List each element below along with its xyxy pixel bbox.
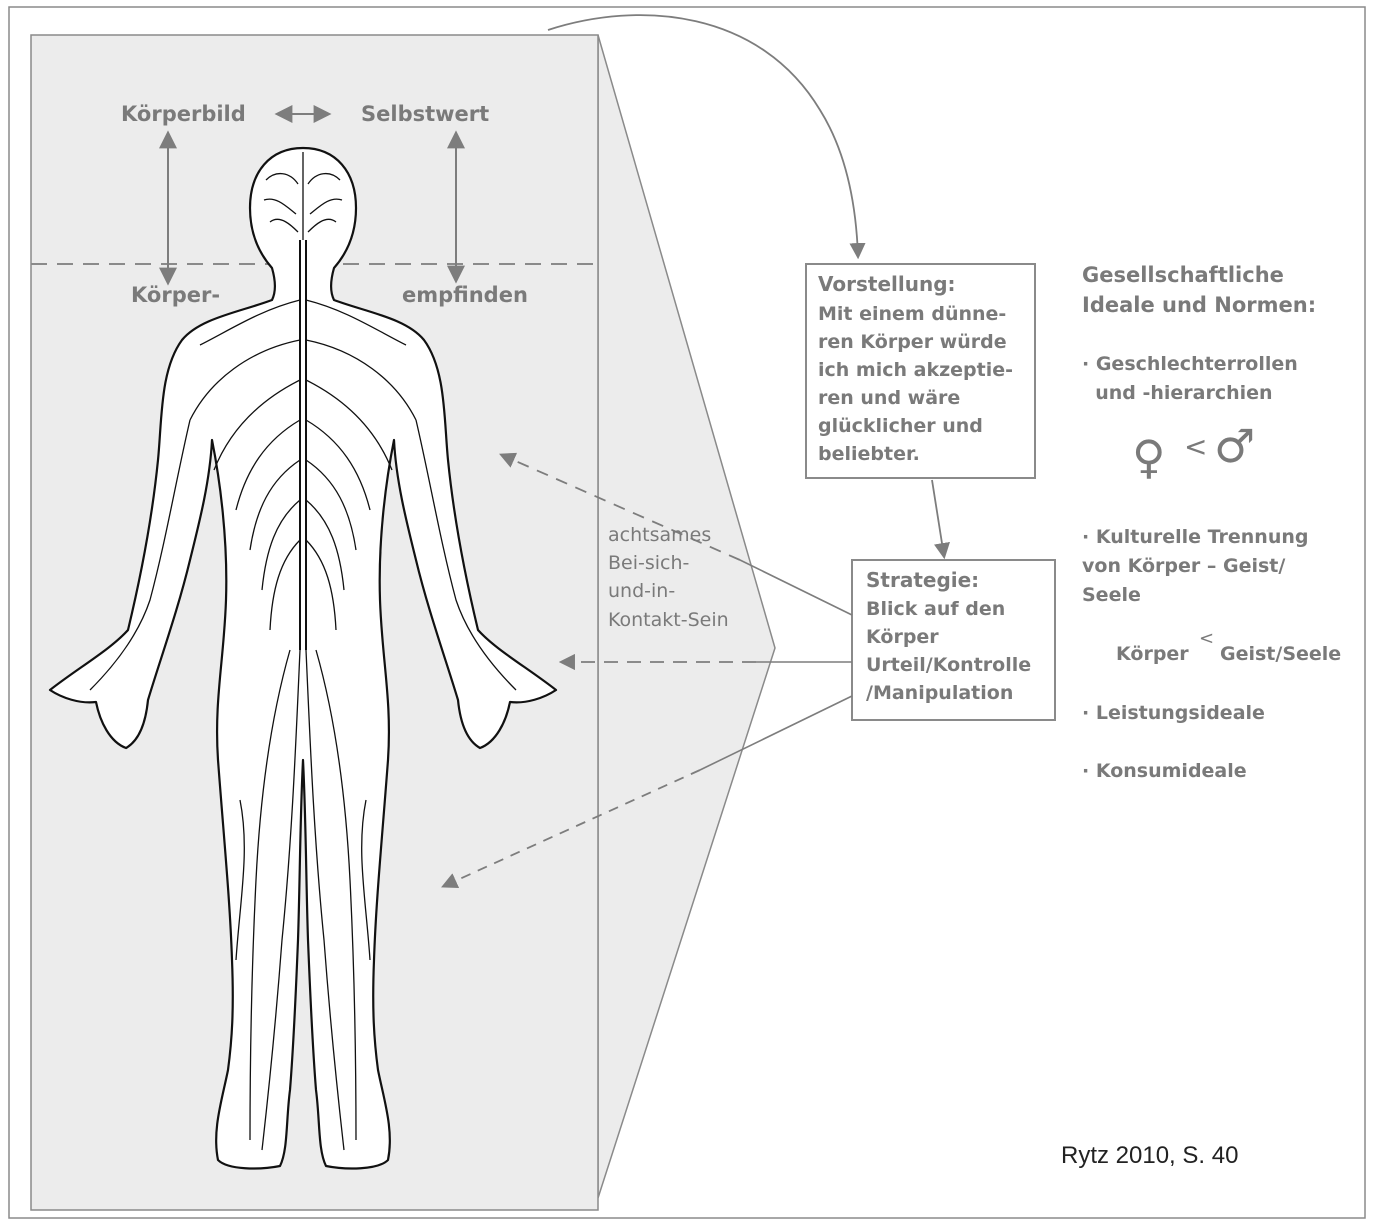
consumption-ideals: · Konsumideale — [1082, 760, 1247, 782]
label-koerper: Körper- — [131, 283, 220, 307]
vorstellung-line-5: glücklicher und — [818, 415, 983, 437]
label-koerperbild: Körperbild — [121, 102, 246, 126]
performance-ideals: · Leistungsideale — [1082, 702, 1265, 724]
culture-geist-seele: Geist/Seele — [1220, 643, 1341, 665]
vorstellung-line-2: ren Körper würde — [818, 331, 1007, 353]
mindful-line-3: und-in- — [608, 580, 675, 602]
label-selbstwert: Selbstwert — [361, 102, 489, 126]
mindful-line-2: Bei-sich- — [608, 552, 689, 574]
culture-less-than: < — [1199, 628, 1214, 649]
culture-line-1: · Kulturelle Trennung — [1082, 526, 1309, 548]
female-symbol-icon: ♀ — [1132, 430, 1166, 484]
mindful-line-1: achtsames — [608, 524, 711, 546]
citation: Rytz 2010, S. 40 — [1061, 1142, 1238, 1169]
strategie-line-3: Urteil/Kontrolle — [866, 654, 1031, 676]
ideals-heading-line-2: Ideale und Normen: — [1082, 293, 1316, 317]
culture-koerper: Körper — [1116, 643, 1189, 665]
strategie-line-1: Blick auf den — [866, 598, 1005, 620]
culture-line-3: Seele — [1082, 584, 1141, 606]
strategie-line-4: /Manipulation — [866, 682, 1013, 704]
gender-line-1: · Geschlechterrollen — [1082, 353, 1298, 375]
gender-line-2: und -hierarchien — [1082, 382, 1273, 404]
mindful-line-4: Kontakt-Sein — [608, 609, 729, 631]
vorstellung-line-6: beliebter. — [818, 443, 920, 465]
label-empfinden: empfinden — [402, 283, 528, 307]
culture-line-2: von Körper – Geist/ — [1082, 555, 1285, 577]
strategie-line-2: Körper — [866, 626, 939, 648]
vorstellung-line-1: Mit einem dünne- — [818, 303, 1006, 325]
vorstellung-line-4: ren und wäre — [818, 387, 960, 409]
vorstellung-title: Vorstellung: — [818, 272, 956, 296]
male-symbol-icon: ♂ — [1214, 419, 1255, 473]
ideals-heading-line-1: Gesellschaftliche — [1082, 263, 1284, 287]
gender-less-than: < — [1184, 430, 1207, 463]
strategie-title: Strategie: — [866, 568, 979, 592]
vorstellung-line-3: ich mich akzeptie- — [818, 359, 1013, 381]
